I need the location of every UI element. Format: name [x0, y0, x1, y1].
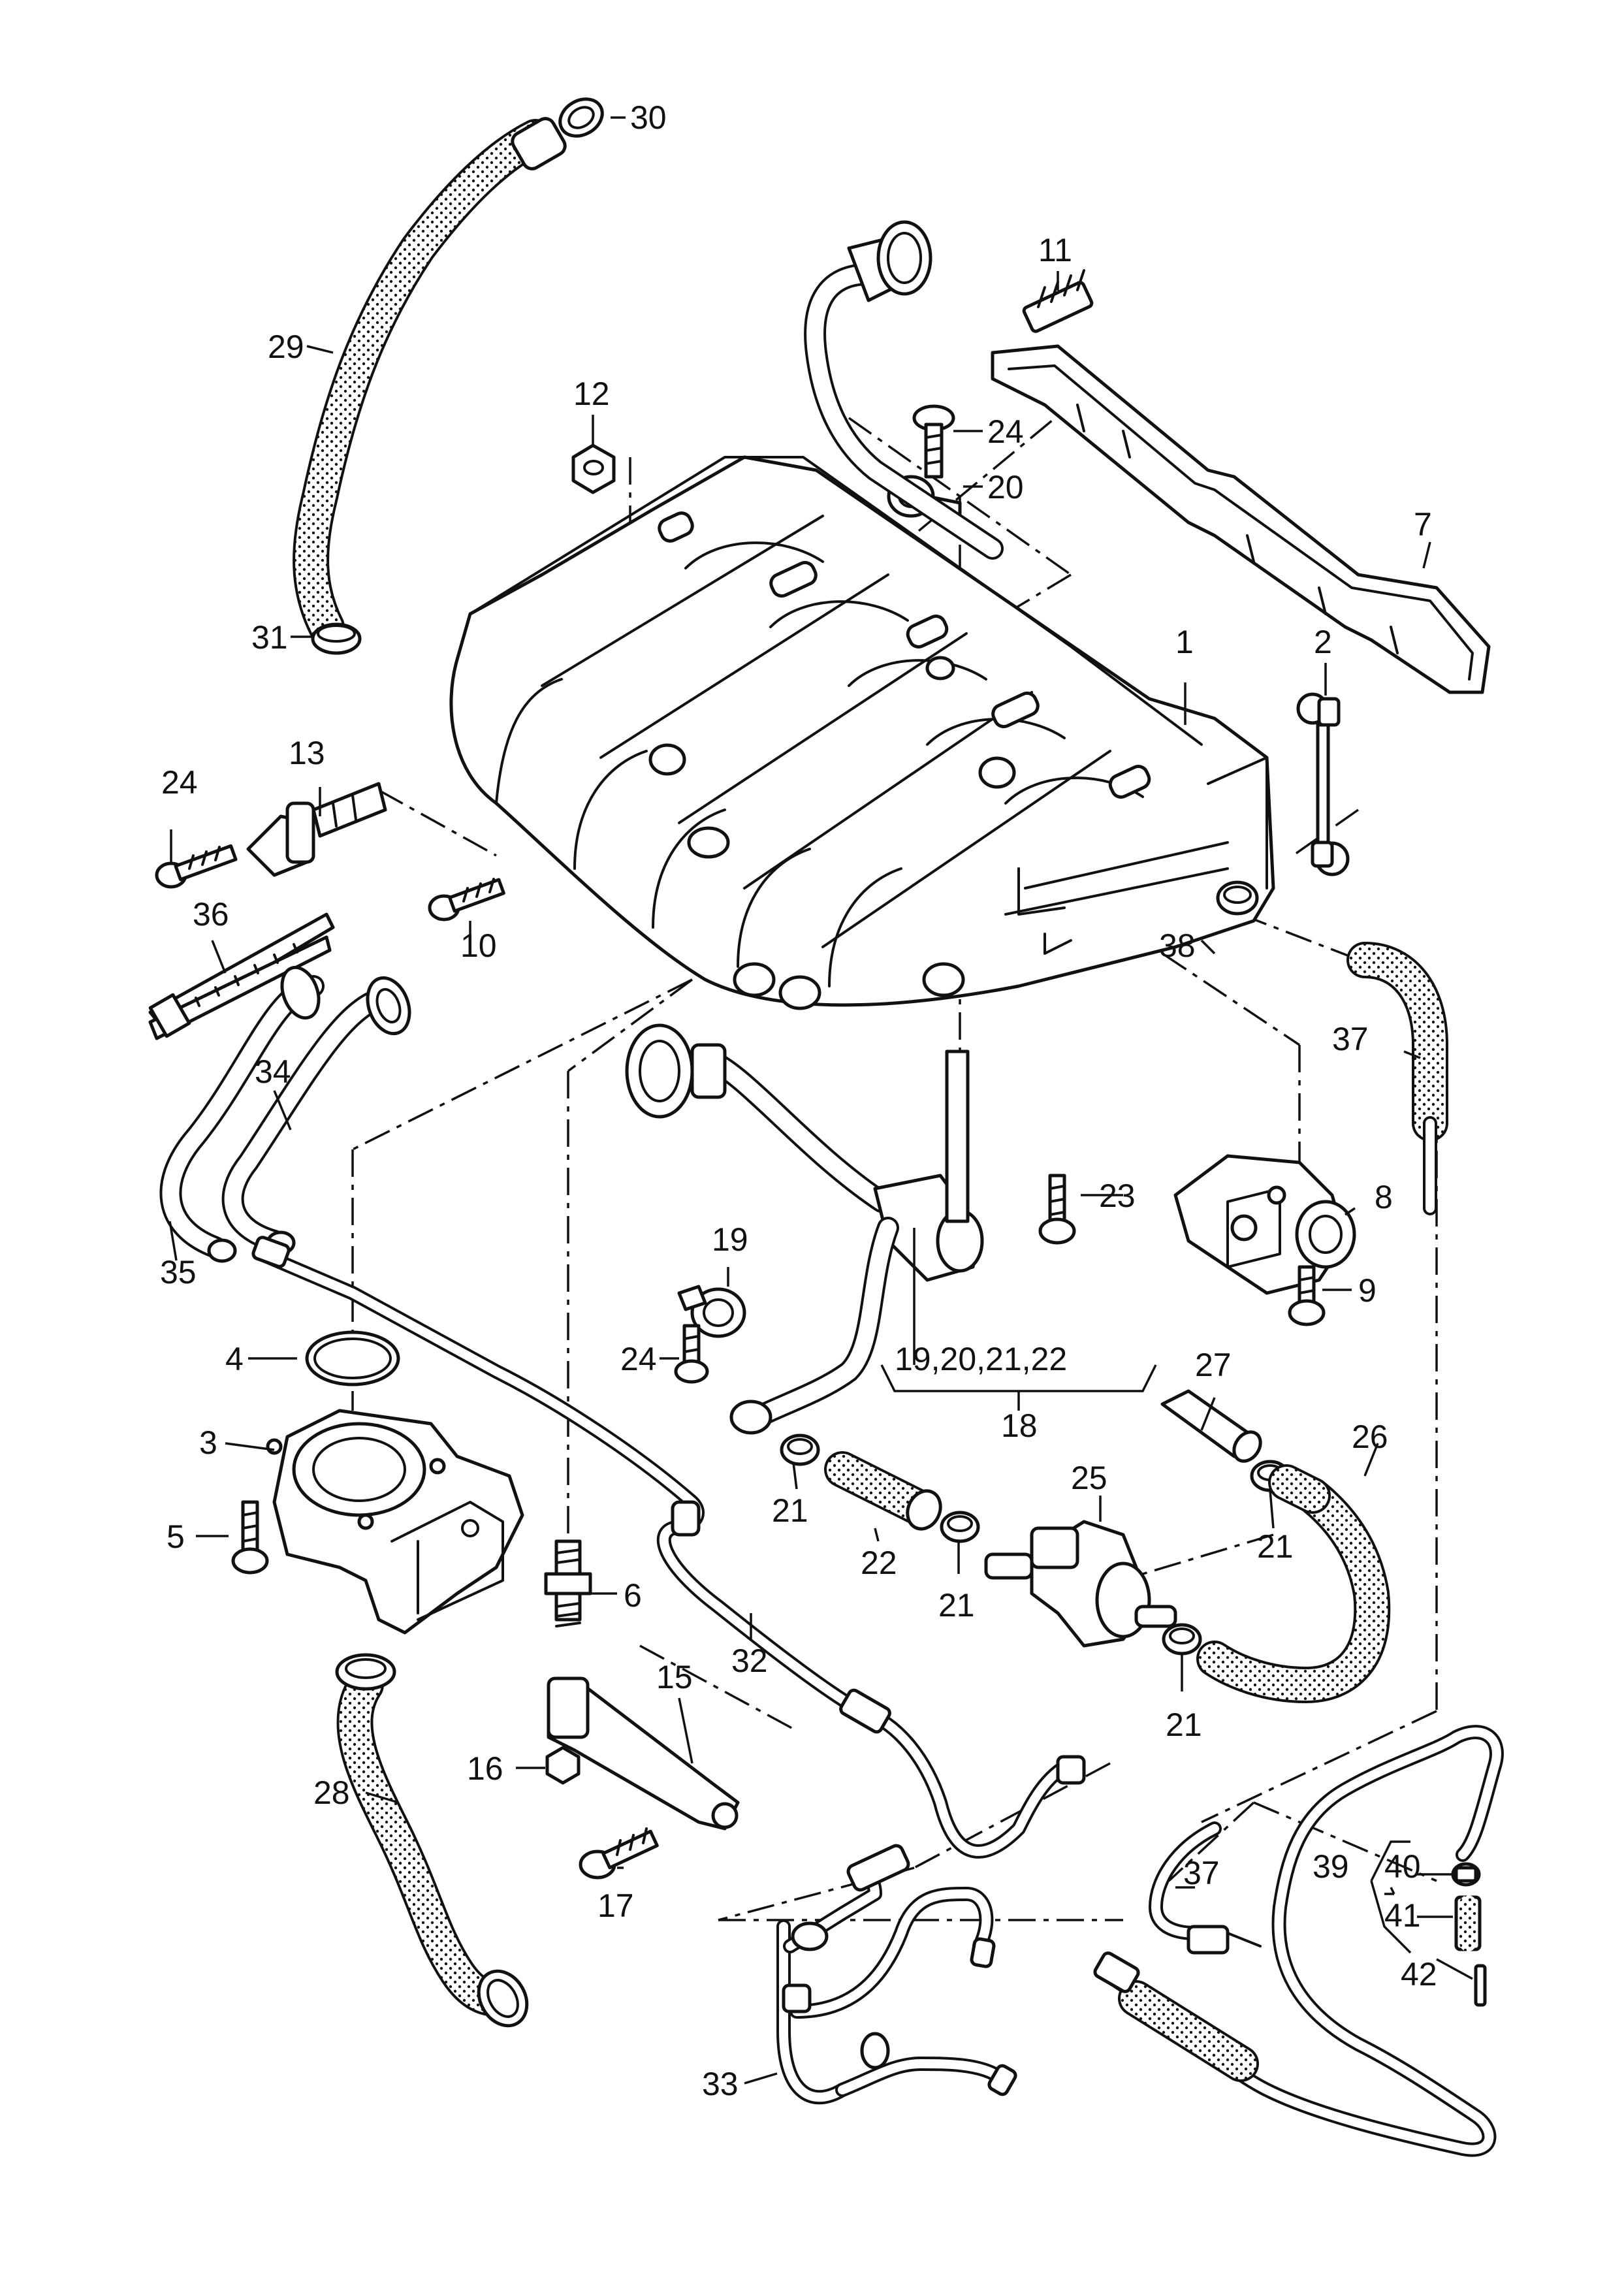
cable-tie-36 [148, 912, 335, 1040]
callout-32: 32 [731, 1642, 768, 1679]
callout-23: 23 [1099, 1178, 1136, 1214]
callout-28: 28 [313, 1774, 350, 1811]
nut-16 [545, 1746, 581, 1785]
callout-13: 13 [289, 735, 325, 771]
hose-22 [824, 1451, 942, 1531]
callout-19: 19 [712, 1221, 748, 1258]
callout-21-c: 21 [1257, 1528, 1294, 1565]
bolt-9 [1288, 1265, 1326, 1326]
callout-19-22-group: 19,20,21,22 [895, 1341, 1067, 1377]
callout-27: 27 [1195, 1347, 1232, 1383]
nut-12 [571, 443, 616, 494]
gasket [991, 344, 1491, 694]
o-ring-4 [305, 1330, 400, 1386]
leader-lines [168, 116, 1473, 2085]
callout-2: 2 [1314, 624, 1332, 660]
callout-5: 5 [167, 1518, 185, 1555]
callout-29: 29 [268, 328, 304, 365]
breather-assembly-18 [625, 1023, 984, 1435]
hose-29 [293, 117, 567, 645]
hose-26 [1196, 1464, 1391, 1703]
callout-12: 12 [573, 376, 610, 412]
callout-39: 39 [1313, 1848, 1349, 1885]
callouts: 30 29 31 11 12 24 20 7 1 2 13 24 10 36 3… [160, 99, 1437, 2102]
link-rod-2 [1296, 692, 1350, 876]
callout-24-left: 24 [161, 764, 198, 801]
stud-11 [1022, 269, 1094, 333]
pipe-27 [1160, 1389, 1262, 1463]
callout-20: 20 [987, 469, 1024, 505]
callout-16: 16 [467, 1750, 503, 1787]
intake-manifold [449, 455, 1275, 1010]
callout-21-d: 21 [1166, 1706, 1202, 1743]
clamp-31 [311, 622, 362, 655]
stud-6 [544, 1539, 592, 1627]
callout-3: 3 [199, 1424, 217, 1461]
callout-24-top: 24 [987, 413, 1024, 450]
callout-6: 6 [624, 1577, 642, 1614]
callout-40: 40 [1384, 1848, 1421, 1885]
union-40 [1451, 1862, 1481, 1887]
pipe-assembly-33 [776, 1844, 1017, 2105]
bolt-10 [428, 878, 505, 921]
valve-25 [984, 1520, 1177, 1648]
bolt-23 [1038, 1174, 1076, 1245]
callout-9: 9 [1358, 1272, 1377, 1309]
callout-37-upper: 37 [1332, 1021, 1369, 1057]
callout-10: 10 [460, 927, 497, 964]
callout-17: 17 [597, 1887, 634, 1924]
hose-37-upper [1346, 942, 1448, 1215]
hose-34-35 [159, 965, 411, 1263]
callout-8: 8 [1375, 1179, 1393, 1215]
callout-33: 33 [702, 2066, 739, 2102]
callout-15: 15 [656, 1659, 693, 1695]
callout-30: 30 [630, 99, 667, 136]
bracket-15 [547, 1676, 740, 1831]
breather-pipe-top [804, 220, 1004, 560]
line-32 [251, 1236, 1086, 1859]
line-39 [1093, 1725, 1504, 2157]
callout-25: 25 [1071, 1460, 1107, 1496]
callout-11: 11 [1038, 232, 1072, 268]
callout-4: 4 [225, 1341, 244, 1377]
callout-35: 35 [160, 1254, 197, 1290]
callout-21-a: 21 [772, 1492, 808, 1529]
callout-18: 18 [1001, 1407, 1038, 1444]
bolt-24-left [155, 844, 238, 889]
sensor-13 [246, 782, 387, 877]
callout-34: 34 [255, 1053, 291, 1090]
valve-8 [1173, 1154, 1356, 1295]
callout-31: 31 [251, 619, 288, 656]
hose-28 [335, 1653, 529, 2028]
clamp-38 [1216, 880, 1259, 916]
callout-26: 26 [1352, 1418, 1388, 1455]
line-37-lower [1149, 1821, 1262, 1955]
callout-1: 1 [1175, 624, 1194, 660]
hose-41 [1454, 1895, 1482, 1951]
callout-37-lower: 37 [1183, 1855, 1220, 1891]
callout-41: 41 [1384, 1897, 1421, 1934]
bolt-24-top [912, 404, 955, 479]
callout-36: 36 [193, 896, 229, 933]
callout-24-centre: 24 [620, 1341, 657, 1377]
clamp-30 [558, 97, 604, 138]
callout-42: 42 [1401, 1956, 1437, 1993]
callout-38: 38 [1159, 927, 1196, 964]
throttle-body-3 [266, 1409, 524, 1635]
bolt-5 [231, 1500, 269, 1575]
pipe-42 [1474, 1964, 1487, 2007]
bolt-17 [579, 1827, 659, 1880]
bolt-24-centre [674, 1324, 709, 1384]
callout-7: 7 [1414, 506, 1432, 543]
callout-21-b: 21 [938, 1587, 975, 1624]
callout-22: 22 [861, 1545, 897, 1581]
bracket-19 [677, 1285, 746, 1338]
